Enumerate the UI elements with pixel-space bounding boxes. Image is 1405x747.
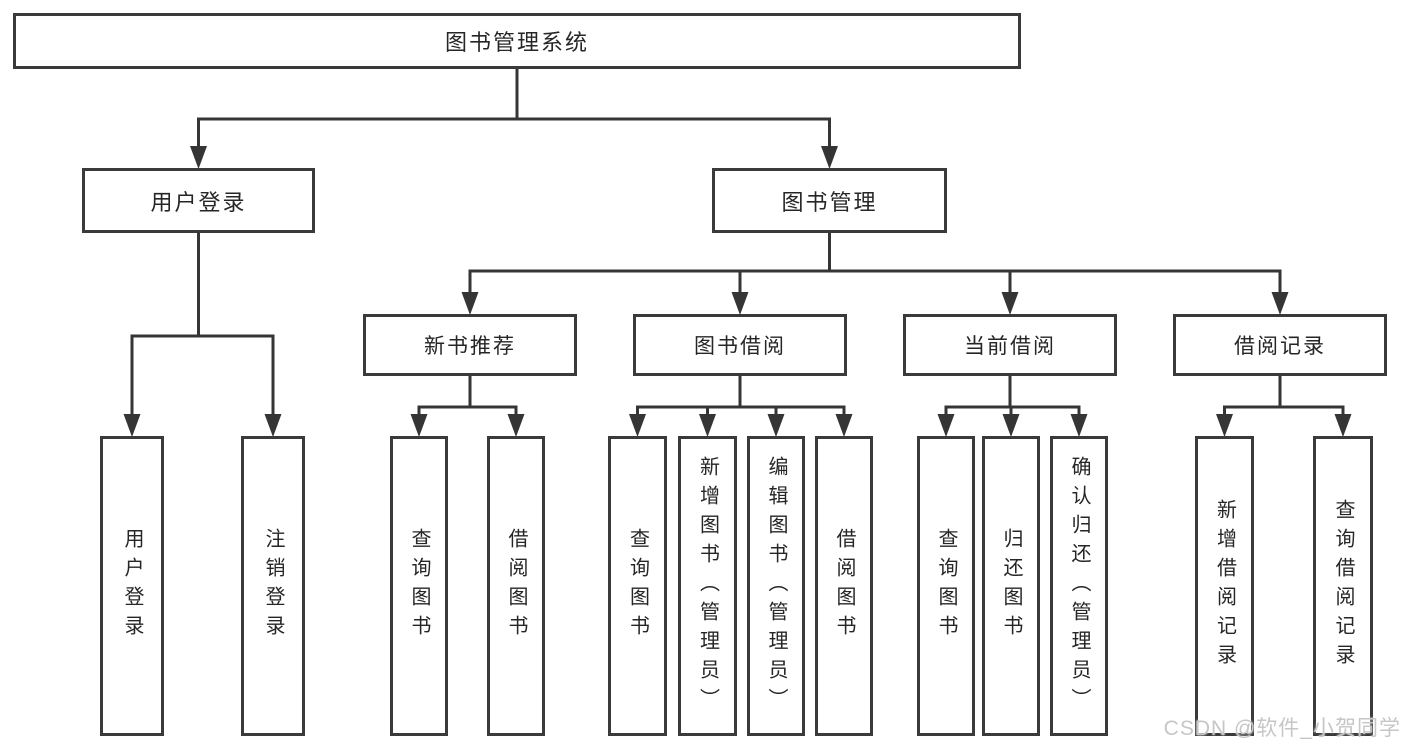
node-label: 当前借阅 [964,335,1056,358]
leaf-user-login: 用户登录 [100,436,164,736]
node-new-book-recommendation: 新书推荐 [363,314,577,376]
node-label: 借阅图书 [833,528,855,644]
leaf-add-borrow-record: 新增借阅记录 [1195,436,1254,736]
node-label: 新书推荐 [424,335,516,358]
leaf-add-books-admin: 新增图书（管理员） [678,436,737,736]
node-book-borrowing: 图书借阅 [633,314,847,376]
node-label: 图书借阅 [694,335,786,358]
node-label: 查询图书 [626,528,649,644]
node-label: 用户登录 [150,189,247,215]
leaf-logout: 注销登录 [241,436,305,736]
node-current-borrowing: 当前借阅 [903,314,1117,376]
leaf-borrow-books: 借阅图书 [487,436,545,736]
node-label: 注销登录 [262,528,284,644]
node-label: 查询借阅记录 [1332,499,1354,673]
node-book-management: 图书管理 [712,168,947,233]
node-label: 查询图书 [408,528,430,644]
csdn-watermark: CSDN @软件_小贺同学 [1163,717,1401,740]
leaf-query-books: 查询图书 [917,436,975,736]
node-label: 新增借阅记录 [1213,499,1236,673]
leaf-edit-books-admin: 编辑图书（管理员） [747,436,805,736]
node-label: 图书管理 [781,189,878,215]
leaf-return-books: 归还图书 [982,436,1040,736]
node-user-login: 用户登录 [82,168,315,233]
node-library-management-system: 图书管理系统 [13,13,1021,69]
leaf-borrow-books: 借阅图书 [815,436,873,736]
leaf-query-books: 查询图书 [608,436,667,736]
node-label: 用户登录 [121,528,143,644]
leaf-query-borrow-record: 查询借阅记录 [1313,436,1373,736]
leaf-query-books: 查询图书 [390,436,448,736]
node-label: 归还图书 [1000,528,1022,644]
node-borrowing-records: 借阅记录 [1173,314,1387,376]
node-label: 查询图书 [935,528,957,644]
node-label: 借阅记录 [1234,335,1326,358]
node-label: 借阅图书 [505,528,527,644]
leaf-confirm-return-admin: 确认归还（管理员） [1050,436,1108,736]
node-label: 新增图书（管理员） [696,455,719,717]
node-label: 确认归还（管理员） [1068,455,1090,717]
node-label: 图书管理系统 [444,30,589,55]
node-label: 编辑图书（管理员） [765,455,787,717]
